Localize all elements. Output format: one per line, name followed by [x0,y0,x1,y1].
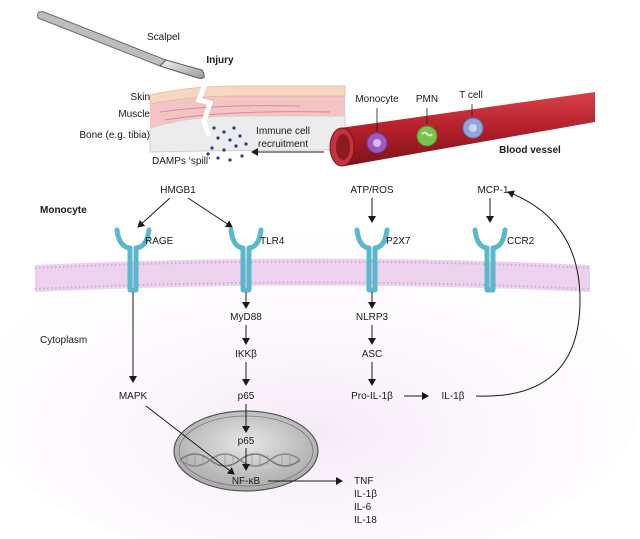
bone-label: Bone (e.g. tibia) [79,130,150,141]
il1b-to-mcp1-feedback-arrow [475,190,581,397]
monocyte-cell-label: Monocyte [40,205,87,216]
hmgb1-label: HMGB1 [160,185,196,196]
blood-vessel-label: Blood vessel [499,145,561,156]
ikkb-label: IKKβ [235,349,257,360]
il1b-label: IL-1β [442,391,465,402]
skin-label: Skin [131,92,150,103]
hmgb1-to-rage-arrow [137,197,171,228]
hmgb1-to-tlr4-arrow [187,197,233,228]
damps-label: DAMPs ‘spill’ [152,156,210,167]
monocyte-cell-icon [366,132,388,154]
skin-layer [149,85,346,105]
p2x7-label: P2X7 [386,236,411,247]
cytokine-output: IL-1β [354,489,377,500]
myd88-label: MyD88 [230,312,262,323]
scalpel-icon [37,11,205,79]
muscle-layer [150,96,345,128]
wound-cut [195,83,214,137]
vessel-tcell-label: T cell [459,90,483,101]
ccr2-receptor-icon [472,227,508,293]
p65-nuclear-label: p65 [238,436,255,447]
cell-body [0,235,640,539]
muscle-label: Muscle [118,109,150,120]
rage-label: RAGE [145,236,174,247]
cytokine-output: TNF [354,476,373,487]
damps-dots [206,126,248,162]
dna-helix-icon [179,453,301,467]
injury-label: Injury [206,55,234,66]
nlrp3-label: NLRP3 [356,312,389,323]
blood-vessel: Monocyte PMN T cell Blood vessel [329,90,595,167]
cytokine-output-list: TNF IL-1β IL-6 IL-18 [354,476,377,526]
scalpel-label: Scalpel [147,32,180,43]
asc-label: ASC [362,349,383,360]
p65-label: p65 [238,391,255,402]
cytokine-output: IL-6 [354,502,372,513]
rage-receptor-icon [114,227,152,293]
atp-ros-label: ATP/ROS [350,185,393,196]
p2x7-receptor-icon [354,227,390,293]
tcell-cell-icon [462,117,484,139]
bone-layer [149,115,346,153]
pro-il1b-label: Pro-IL-1β [351,391,393,402]
mcp1-label: MCP-1 [477,185,509,196]
ccr2-label: CCR2 [507,236,535,247]
tlr4-receptor-icon [228,227,264,293]
mapk-to-nfkb-arrow [145,405,235,475]
pmn-cell-icon [416,125,438,147]
nfkb-label: NF-κB [232,476,261,487]
injury-scene: Scalpel Injury Skin Muscle Bone (e.g. ti… [37,11,346,167]
cytoplasm-label: Cytoplasm [40,335,87,346]
recruitment-label-line2: recruitment [258,139,308,150]
mapk-label: MAPK [119,391,148,402]
vessel-pmn-label: PMN [416,94,438,105]
tlr4-label: TLR4 [260,236,285,247]
vessel-monocyte-label: Monocyte [355,94,399,105]
cytokine-output: IL-18 [354,515,377,526]
recruitment-label-line1: Immune cell [256,126,310,137]
